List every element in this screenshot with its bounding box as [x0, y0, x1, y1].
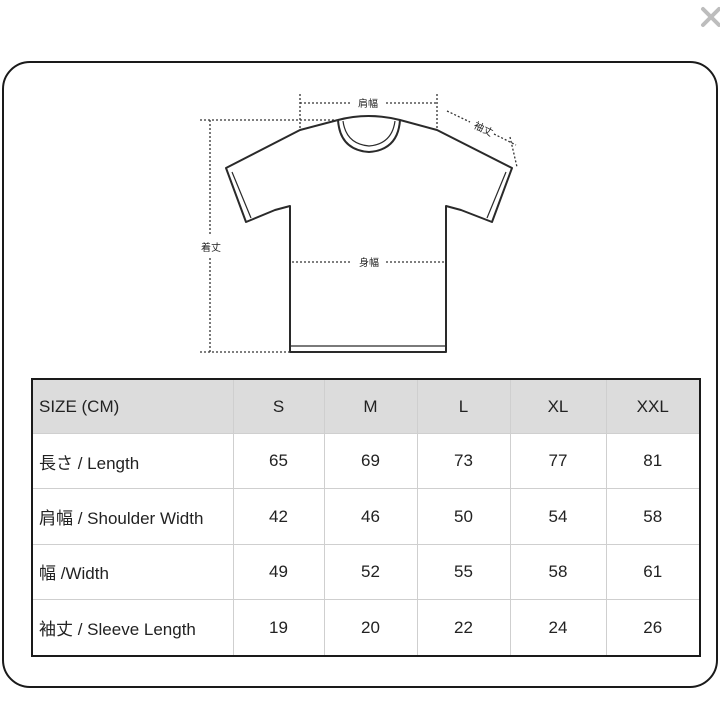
table-row-width: 幅 /Width 49 52 55 58 61: [31, 543, 701, 601]
table-row-sleeve-length: 袖丈 / Sleeve Length 19 20 22 24 26: [31, 599, 701, 657]
table-cell: 61: [605, 543, 701, 601]
tshirt-collar: [337, 119, 401, 153]
row-label-shoulder-width: 肩幅 / Shoulder Width: [31, 488, 234, 545]
size-header-xxl: XXL: [605, 378, 701, 434]
close-icon[interactable]: [700, 6, 720, 28]
table-cell: 26: [605, 599, 701, 657]
table-cell: 49: [232, 543, 325, 601]
table-cell: 52: [323, 543, 418, 601]
table-cell: 42: [232, 488, 325, 545]
table-cell: 55: [416, 543, 511, 601]
size-header-l: L: [416, 378, 511, 434]
table-cell: 77: [509, 432, 607, 490]
table-cell: 69: [323, 432, 418, 490]
size-header-s: S: [232, 378, 325, 434]
table-cell: 81: [605, 432, 701, 490]
table-cell: 19: [232, 599, 325, 657]
table-cell: 24: [509, 599, 607, 657]
total-length-label: 着丈: [201, 241, 221, 254]
tshirt-outline: [225, 115, 513, 353]
body-width-label: 身幅: [359, 256, 379, 269]
row-label-sleeve-length: 袖丈 / Sleeve Length: [31, 599, 234, 657]
table-header-row: SIZE (CM) S M L XL XXL: [31, 378, 701, 434]
table-cell: 65: [232, 432, 325, 490]
size-header-m: M: [323, 378, 418, 434]
table-cell: 73: [416, 432, 511, 490]
table-cell: 58: [509, 543, 607, 601]
table-cell: 58: [605, 488, 701, 545]
table-cell: 22: [416, 599, 511, 657]
size-table: SIZE (CM) S M L XL XXL 長さ / Length 65 69…: [31, 378, 701, 657]
table-row-length: 長さ / Length 65 69 73 77 81: [31, 432, 701, 490]
size-corner-label: SIZE (CM): [31, 378, 234, 434]
table-row-shoulder-width: 肩幅 / Shoulder Width 42 46 50 54 58: [31, 488, 701, 545]
shoulder-width-label: 肩幅: [358, 97, 378, 110]
table-cell: 54: [509, 488, 607, 545]
row-label-length: 長さ / Length: [31, 432, 234, 490]
row-label-width: 幅 /Width: [31, 543, 234, 601]
size-header-xl: XL: [509, 378, 607, 434]
sleeve-length-label: 袖丈: [472, 119, 496, 139]
table-cell: 50: [416, 488, 511, 545]
table-cell: 46: [323, 488, 418, 545]
table-cell: 20: [323, 599, 418, 657]
